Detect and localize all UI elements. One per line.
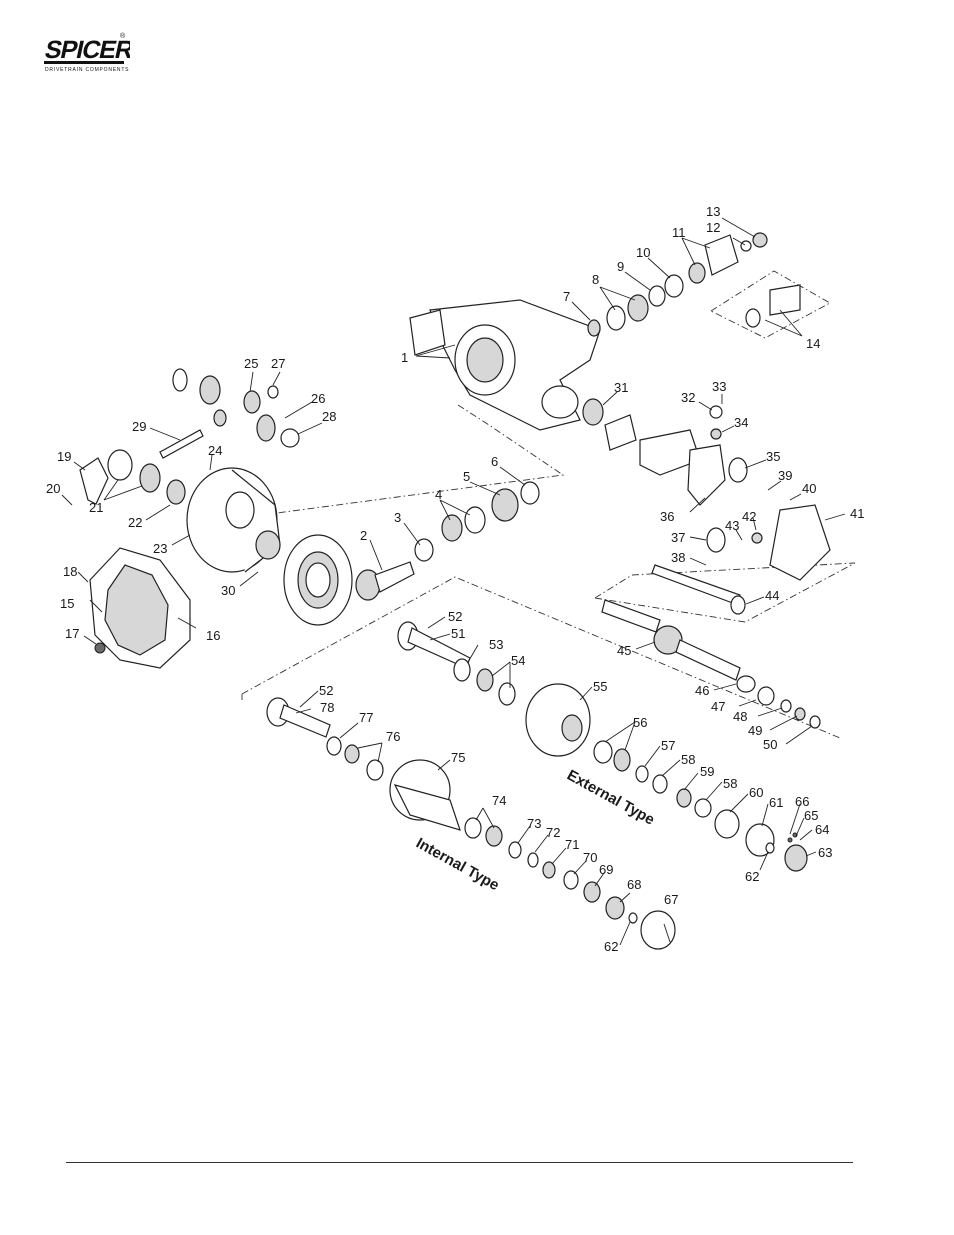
callout-16: 16 (206, 628, 220, 643)
callout-49: 49 (748, 723, 762, 738)
callout-57: 57 (661, 738, 675, 753)
callout-58-a: 58 (681, 752, 695, 767)
callout-18: 18 (63, 564, 77, 579)
callout-34: 34 (734, 415, 748, 430)
callout-33: 33 (712, 379, 726, 394)
callout-43: 43 (725, 518, 739, 533)
callout-32: 32 (681, 390, 695, 405)
callout-29: 29 (132, 419, 146, 434)
callout-51: 51 (451, 626, 465, 641)
pinion-gear (356, 562, 414, 600)
callout-3: 3 (394, 510, 401, 525)
callout-22: 22 (128, 515, 142, 530)
callout-14: 14 (806, 336, 820, 351)
side-bearings (80, 450, 185, 504)
external-type-hub (398, 622, 807, 871)
callout-42: 42 (742, 509, 756, 524)
pinion-yoke (689, 233, 800, 327)
callout-71: 71 (565, 837, 579, 852)
callout-6: 6 (491, 454, 498, 469)
callout-62-a: 62 (745, 869, 759, 884)
callout-59: 59 (700, 764, 714, 779)
steering-knuckle (583, 399, 830, 614)
callout-55: 55 (593, 679, 607, 694)
callout-25: 25 (244, 356, 258, 371)
callout-70: 70 (583, 850, 597, 865)
callout-67: 67 (664, 892, 678, 907)
callout-50: 50 (763, 737, 777, 752)
differential-case (187, 468, 280, 572)
callout-26: 26 (311, 391, 325, 406)
callout-52-top: 52 (448, 609, 462, 624)
callout-65: 65 (804, 808, 818, 823)
callout-10: 10 (636, 245, 650, 260)
callout-21: 21 (89, 500, 103, 515)
callout-66: 66 (795, 794, 809, 809)
callout-37: 37 (671, 530, 685, 545)
callout-13: 13 (706, 204, 720, 219)
callout-62-b: 62 (604, 939, 618, 954)
callout-5: 5 (463, 469, 470, 484)
callout-74: 74 (492, 793, 506, 808)
axle-housing (410, 300, 600, 430)
callout-60: 60 (749, 785, 763, 800)
callout-2: 2 (360, 528, 367, 543)
callout-9: 9 (617, 259, 624, 274)
callout-36: 36 (660, 509, 674, 524)
callout-39: 39 (778, 468, 792, 483)
callout-23: 23 (153, 541, 167, 556)
callout-69: 69 (599, 862, 613, 877)
callout-24: 24 (208, 443, 222, 458)
callout-52-bottom: 52 (319, 683, 333, 698)
callout-31: 31 (614, 380, 628, 395)
callout-40: 40 (802, 481, 816, 496)
callout-4: 4 (435, 487, 442, 502)
callout-68: 68 (627, 877, 641, 892)
callout-19: 19 (57, 449, 71, 464)
callout-53: 53 (489, 637, 503, 652)
callout-61: 61 (769, 795, 783, 810)
callout-11: 11 (672, 225, 686, 240)
callout-15: 15 (60, 596, 74, 611)
callout-46: 46 (695, 683, 709, 698)
callout-48: 48 (733, 709, 747, 724)
callout-30: 30 (221, 583, 235, 598)
callout-17: 17 (65, 626, 79, 641)
callout-8: 8 (592, 272, 599, 287)
callout-47: 47 (711, 699, 725, 714)
callout-41: 41 (850, 506, 864, 521)
footer-rule (66, 1162, 853, 1163)
callout-58-b: 58 (723, 776, 737, 791)
callout-35: 35 (766, 449, 780, 464)
ring-gear (284, 535, 352, 625)
callout-7: 7 (563, 289, 570, 304)
callout-38: 38 (671, 550, 685, 565)
callout-75: 75 (451, 750, 465, 765)
callout-63: 63 (818, 845, 832, 860)
callout-12: 12 (706, 220, 720, 235)
differential-cover (90, 548, 190, 668)
callout-56: 56 (633, 715, 647, 730)
callout-44: 44 (765, 588, 779, 603)
callout-76: 76 (386, 729, 400, 744)
callout-72: 72 (546, 825, 560, 840)
callout-20: 20 (46, 481, 60, 496)
callout-77: 77 (359, 710, 373, 725)
callout-28: 28 (322, 409, 336, 424)
callout-73: 73 (527, 816, 541, 831)
callout-27: 27 (271, 356, 285, 371)
callout-45: 45 (617, 643, 631, 658)
callout-78: 78 (320, 700, 334, 715)
spider-gears (160, 369, 299, 458)
callout-1: 1 (401, 350, 408, 365)
callout-64: 64 (815, 822, 829, 837)
callout-54: 54 (511, 653, 525, 668)
